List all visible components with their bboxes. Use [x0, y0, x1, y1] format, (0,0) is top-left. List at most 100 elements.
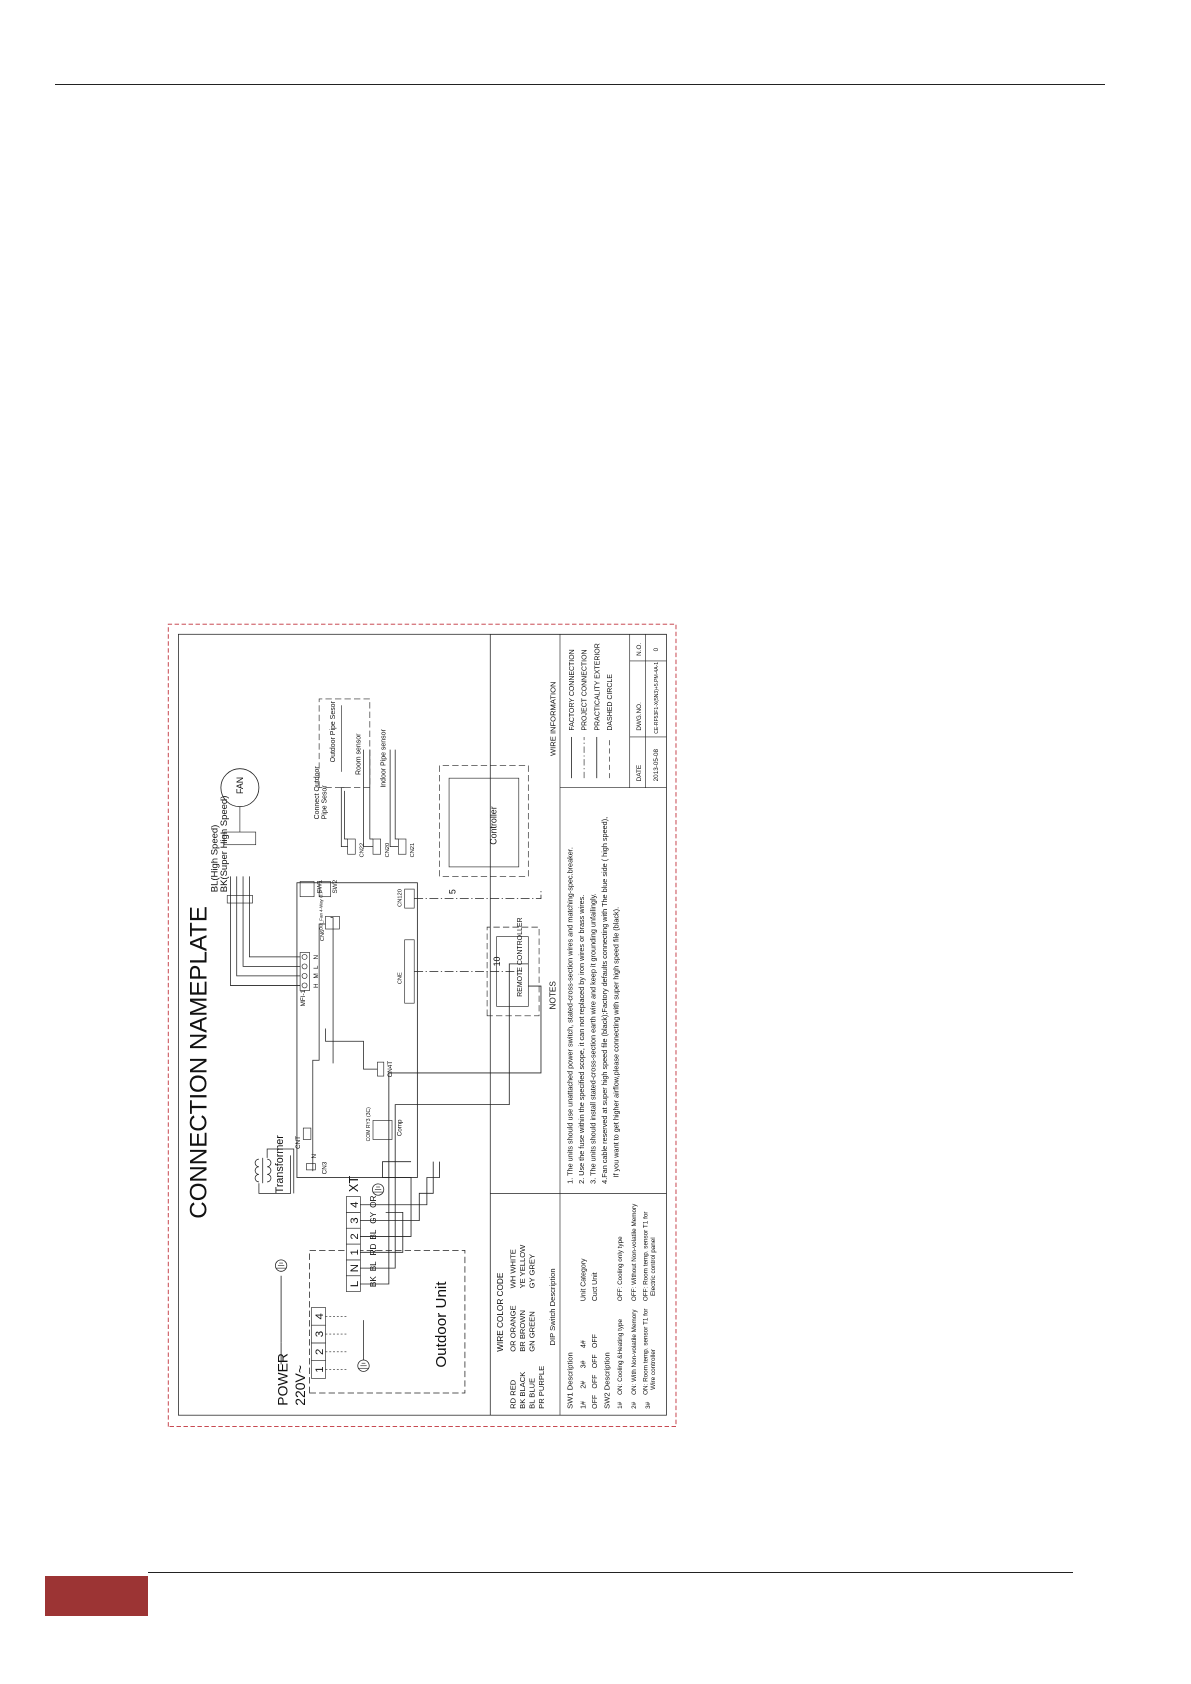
earth-symbol-xt	[371, 1183, 385, 1196]
xt-terminal-block: L N 1 2 3 4 XT	[346, 1176, 361, 1292]
power-wires	[360, 963, 542, 1285]
bottom-rule	[148, 1572, 1073, 1573]
earth-symbol-outdoor	[357, 1359, 370, 1372]
wire-color-bl: BL	[369, 1261, 378, 1271]
sw2-row3-off: OFF: Room temp. sensor T1 for	[642, 1212, 649, 1302]
wire-info-title: WIRE INFORMATION	[549, 681, 558, 756]
color-pr: PR PURPLE	[537, 1366, 546, 1409]
power-voltage: 220V~	[292, 1365, 308, 1406]
outdoor-unit-label: Outdoor Unit	[433, 1281, 450, 1368]
indoor-pipe-sensor-label: Indoor Pipe sensor	[381, 728, 388, 787]
diagram-title: CONNECTION NAMEPLATE	[185, 906, 212, 1219]
xt-terminal-3: 3	[349, 1217, 361, 1223]
connect-outdoor-line1: Connect Outdoor	[314, 766, 321, 820]
outdoor-terminal-4: 4	[314, 1313, 326, 1319]
comp-relay-box	[372, 1120, 393, 1140]
sw1-v1: OFF	[592, 1395, 599, 1409]
sw2-row1-on: ON: Cooling &Heating type	[617, 1318, 624, 1394]
outdoor-terminal-3: 3	[314, 1331, 326, 1337]
wire-color-bk: BK	[369, 1276, 378, 1287]
cn6-tag: Out_Fan 4-Way O.P	[318, 890, 323, 930]
comp-relay-label: COM RY3 (3C)	[366, 1107, 372, 1142]
xt-terminal-1: 1	[349, 1249, 361, 1255]
sw1-label: SW1	[317, 879, 324, 893]
outdoor-pipe-sensor-label: Outdoor Pipe Sesor	[330, 700, 337, 762]
wire-info-practicality: PRACTICALITY EXTERIOR	[594, 643, 601, 730]
sw1-h2: 2#	[580, 1381, 587, 1389]
color-bk: BK BLACK	[518, 1372, 527, 1409]
sw1-description-title: SW1 Description	[566, 1352, 575, 1409]
cn3-pin: N	[311, 1153, 318, 1158]
fan-speed-super: BK(Super High Speed)	[219, 796, 230, 893]
mfi-pin-n: N	[313, 954, 320, 959]
no-label: N.O.	[636, 643, 643, 656]
remote-controller-box	[486, 926, 540, 1017]
sw2-row2-on: ON: With Non-volatile Memory	[631, 1309, 638, 1395]
cn6-label: CN6	[320, 930, 326, 941]
outdoor-terminals: 1 2 3 4	[311, 1307, 326, 1379]
power-label: POWER	[274, 1353, 290, 1406]
color-gn: GN GREEN	[528, 1311, 537, 1352]
note-2: 2. Use the fuse within the specified sco…	[577, 895, 586, 1184]
sw1-v4: OFF	[592, 1334, 599, 1348]
controller-box	[439, 765, 529, 877]
outdoor-terminal-1: 1	[314, 1366, 326, 1372]
sw1-h4: 4#	[580, 1340, 587, 1348]
cne-label: CNE	[398, 972, 404, 984]
color-bl: BL BLUE	[528, 1378, 537, 1409]
unit-category-value: Cuct Unit	[592, 1272, 599, 1301]
outdoor-terminal-2: 2	[314, 1349, 326, 1355]
note-4: 4.Fan cable reserved at super high speed…	[600, 817, 609, 1184]
xt-terminal-l: L	[349, 1281, 361, 1287]
wire-info-factory: FACTORY CONNECTION	[569, 649, 576, 730]
note-5: If you want to get higher airflow,please…	[611, 907, 620, 1178]
wire-color-table: RD RED BK BLACK BL BLUE PR PURPLE OR ORA…	[509, 1244, 547, 1409]
xt-terminal-n: N	[349, 1264, 361, 1272]
wiring-diagram-sheet: CONNECTION NAMEPLATE POWER 220V~ 1 2 3 4…	[167, 243, 972, 1513]
sw2-table: 1# ON: Cooling &Heating type OFF: Coolin…	[617, 1203, 657, 1409]
sw2-label: SW2	[332, 879, 339, 893]
wire-info-dashed: DASHED CIRCLE	[607, 674, 614, 731]
notes-title: NOTES	[549, 981, 558, 1010]
color-or: OR ORANGE	[509, 1305, 518, 1351]
top-rule	[55, 84, 1105, 85]
cn3-label: CN3	[322, 1161, 329, 1174]
sw2-row3-off2: Electric control panel	[650, 1237, 657, 1296]
wire-info-project: PROJECT CONNECTION	[582, 649, 589, 730]
wire-color-or: OR	[369, 1196, 378, 1208]
dwg-label: DWG.NO.	[636, 702, 643, 731]
sw1-table: 1# 2# 3# 4# OFF OFF OFF OFF Unit Categor…	[580, 1258, 598, 1409]
mfi-pin-l: L	[313, 965, 320, 969]
fan-wires	[230, 876, 301, 986]
note-3: 3. The units should install stated-cross…	[588, 893, 597, 1184]
sw1-h1: 1#	[580, 1401, 587, 1409]
no-value: 0	[653, 647, 660, 651]
sensor-connectors: CN22 CN20 CN21	[347, 838, 416, 857]
note-1: 1. The units should use unattached power…	[566, 847, 575, 1184]
cnt-label: CNT	[295, 1136, 302, 1149]
transformer-label: Transformer	[274, 1135, 286, 1194]
sw1-v3: OFF	[592, 1354, 599, 1368]
mfi-terminal: H M L N MFI-1	[299, 952, 320, 1006]
sw2-row3-on2: Wire controller	[650, 1349, 657, 1390]
dip-title: DIP Switch Description	[548, 1268, 557, 1345]
transformer-symbol	[254, 1148, 295, 1194]
inner-frame	[178, 633, 667, 1416]
sw1-h3: 3#	[580, 1360, 587, 1368]
sw2-row1-off: OFF: Cooling only type	[617, 1236, 624, 1301]
notes-list: 1. The units should use unattached power…	[566, 817, 621, 1184]
outdoor-unit-box	[309, 1250, 466, 1394]
mfi-label: MFI-1	[300, 989, 307, 1006]
connect-outdoor-line2: Pipe Sesor	[322, 785, 329, 820]
comp-label: Comp	[397, 1119, 404, 1136]
wire-info-legend: FACTORY CONNECTION PROJECT CONNECTION PR…	[569, 643, 614, 779]
sw2-row3-num: 3#	[645, 1401, 652, 1409]
xt-terminal-2: 2	[349, 1233, 361, 1239]
mfi-pin-h: H	[313, 983, 320, 988]
xt-label: XT	[347, 1176, 361, 1192]
main-pcb	[296, 882, 418, 1178]
sw2-row3-on: ON: Room temp. sensor T1 for	[642, 1309, 649, 1395]
page-footer-tab	[45, 1576, 148, 1616]
earth-symbol-power	[275, 1259, 288, 1272]
date-label: DATE	[636, 765, 643, 781]
